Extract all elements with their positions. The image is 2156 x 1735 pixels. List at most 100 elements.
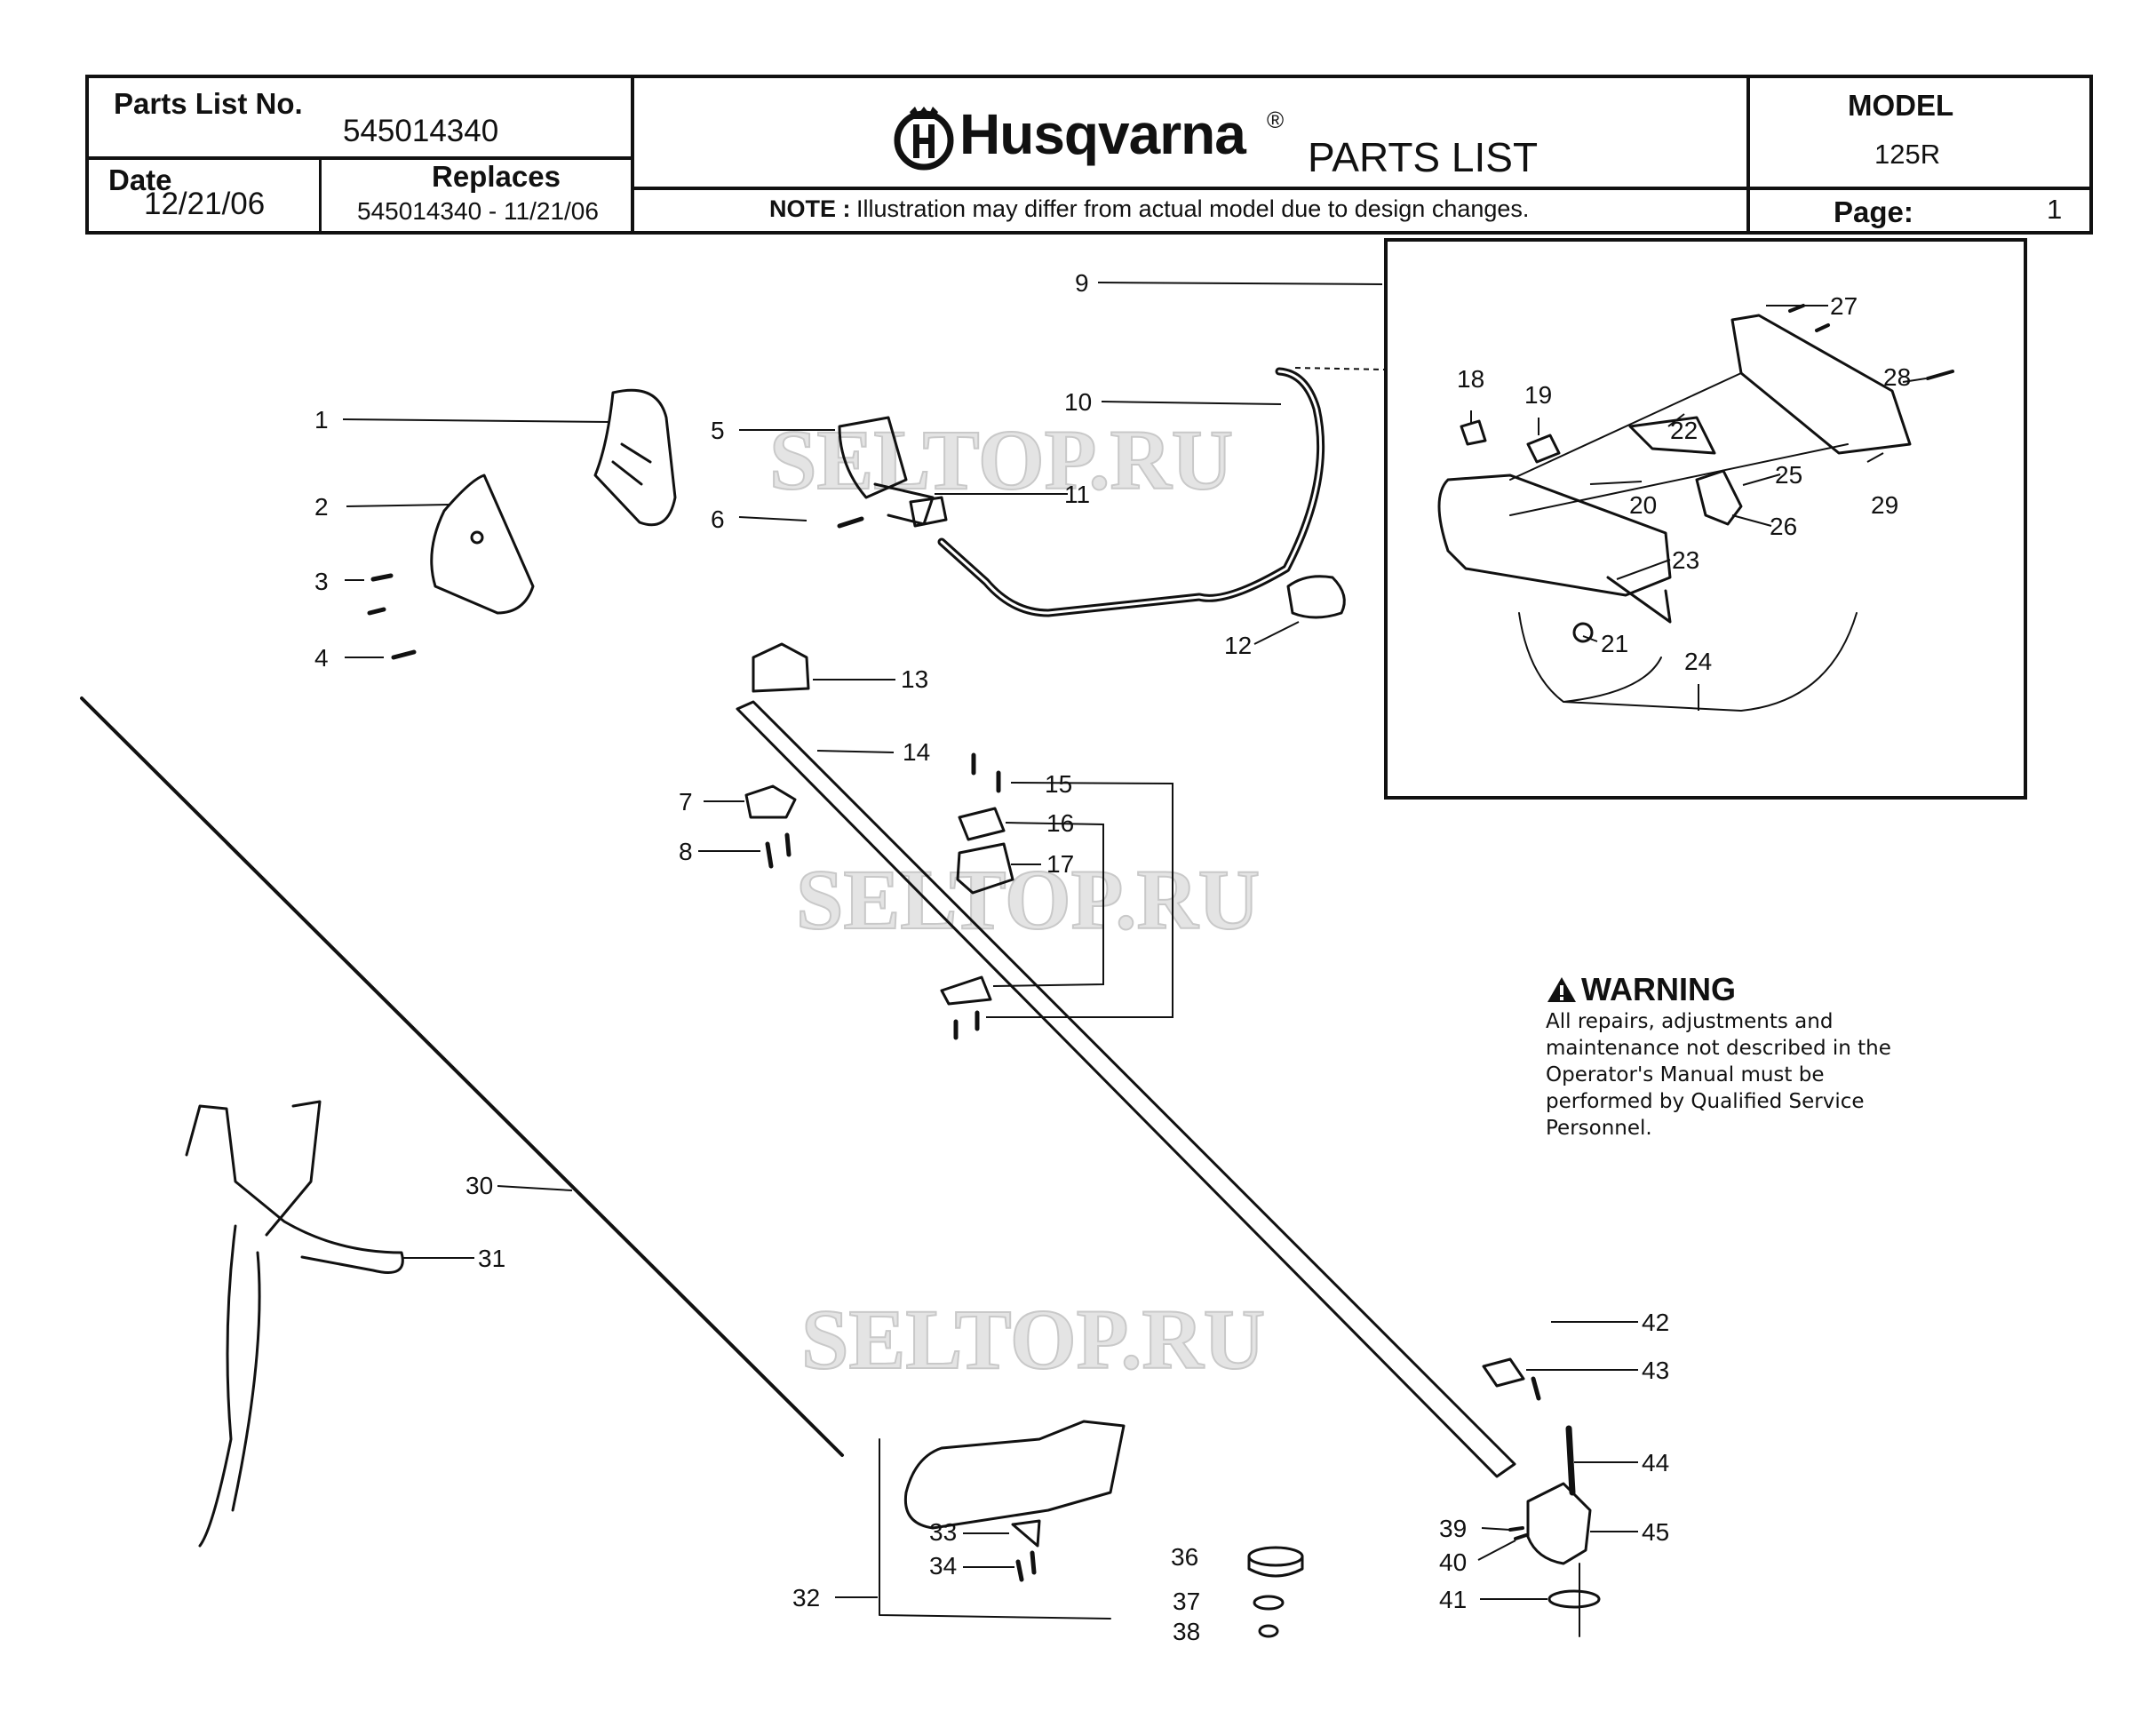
callout-34: 34 (929, 1552, 957, 1580)
callout-45: 45 (1642, 1518, 1669, 1546)
callout-24: 24 (1684, 648, 1712, 675)
parts-list-number: 545014340 (343, 114, 499, 148)
model-value: 125R (1874, 139, 1941, 170)
callout-42: 42 (1642, 1309, 1669, 1336)
callout-28: 28 (1883, 363, 1911, 391)
callout-43: 43 (1642, 1357, 1669, 1384)
part-42-screw (1531, 1376, 1541, 1401)
callout-7: 7 (679, 788, 693, 816)
warning-heading: WARNING (1546, 971, 1937, 1008)
part-32-guard (903, 1420, 1126, 1530)
part-17-bracket (956, 842, 1014, 895)
leader-22 (1667, 413, 1685, 427)
leader-2 (346, 504, 450, 507)
leader-1 (342, 418, 610, 423)
parts-list-cell: Parts List No. 545014340 (89, 78, 634, 160)
note-label: NOTE : (769, 195, 851, 222)
part-19-button (1526, 434, 1561, 464)
warning-triangle-icon (1547, 977, 1576, 1002)
part-31-harness-strap-right (265, 1100, 322, 1237)
leader-15 (986, 782, 1173, 1018)
parts-27-28-screws (1788, 304, 1954, 380)
callout-3: 3 (314, 568, 329, 595)
part-30-drive-shaft (80, 696, 844, 1457)
callout-31: 31 (478, 1245, 505, 1272)
brand-name: Husqvarna (959, 102, 1246, 166)
part-18-switch (1460, 419, 1487, 446)
leader-39 (1481, 1527, 1511, 1531)
leader-16 (992, 822, 1104, 987)
callout-30: 30 (465, 1172, 493, 1199)
date-label: Date (108, 163, 172, 196)
callout-17: 17 (1046, 850, 1074, 878)
watermark-1: SELTOP.RU (769, 412, 1233, 507)
part-7-clamp (744, 784, 797, 819)
replaces-label: Replaces (432, 160, 561, 193)
part-44-pin (1565, 1425, 1576, 1496)
part-37-cup (1253, 1595, 1285, 1611)
part-16-lower-bracket (940, 975, 992, 1006)
part-41-flange (1547, 1589, 1601, 1609)
note-cell: NOTE : Illustration may differ from actu… (634, 190, 1750, 235)
leader-6 (738, 516, 808, 521)
part-1-cover (593, 388, 677, 527)
callout-12: 12 (1224, 632, 1252, 659)
warning-notice: WARNING All repairs, adjustments and mai… (1546, 971, 1937, 1142)
callout-37: 37 (1173, 1588, 1200, 1615)
part-33-blade (1011, 1519, 1041, 1548)
callout-26: 26 (1770, 513, 1797, 540)
date-cell: Date 12/21/06 (89, 160, 322, 235)
part-31-harness-strap (185, 1104, 404, 1274)
callout-2: 2 (314, 493, 329, 521)
callout-16: 16 (1046, 809, 1074, 837)
callout-33: 33 (929, 1518, 957, 1546)
callout-23: 23 (1672, 546, 1699, 574)
header-table: Parts List No. 545014340 Date 12/21/06 R… (85, 75, 2093, 235)
page-label: Page: (1834, 195, 1913, 228)
replaces-cell: Replaces 545014340 - 11/21/06 (322, 160, 634, 235)
part-45-gear-head (1526, 1482, 1592, 1565)
callout-41: 41 (1439, 1586, 1467, 1613)
document-title: PARTS LIST (1308, 134, 1539, 180)
part-16-bracket (958, 807, 1006, 841)
callout-38: 38 (1173, 1618, 1200, 1645)
leader-9 (1097, 282, 1383, 285)
callout-25: 25 (1775, 461, 1802, 489)
leader-40 (1477, 1540, 1516, 1561)
callout-18: 18 (1457, 365, 1484, 393)
page-cell: Page: 1 (1750, 190, 2093, 235)
callout-6: 6 (711, 505, 725, 533)
callout-4: 4 (314, 644, 329, 672)
screws-3-4 (367, 573, 417, 660)
part-34-screws (1015, 1550, 1037, 1582)
part-5-clamp (873, 482, 935, 526)
part-2-hole (470, 530, 484, 545)
leader-25 (1742, 474, 1781, 486)
model-cell: MODEL 125R (1750, 78, 2093, 190)
watermark-2: SELTOP.RU (796, 852, 1260, 947)
part-36-washer (1247, 1546, 1304, 1567)
leader-21 (1582, 635, 1598, 642)
replaces-value: 545014340 - 11/21/06 (357, 197, 599, 225)
model-label: MODEL (1848, 89, 1954, 122)
part-11-clip (909, 496, 948, 528)
part-32-bracket-line (879, 1438, 1111, 1620)
callout-29: 29 (1871, 491, 1898, 519)
part-13-clamp (752, 642, 810, 693)
part-8-screws (765, 832, 792, 869)
callout-21: 21 (1601, 630, 1628, 657)
leader-29 (1866, 452, 1884, 463)
callout-40: 40 (1439, 1548, 1467, 1576)
callout-32: 32 (792, 1584, 820, 1612)
part-23-grip-end (1606, 576, 1672, 624)
callout-44: 44 (1642, 1449, 1669, 1476)
part-5-grip (838, 416, 908, 499)
parts-list-label: Parts List No. (114, 87, 303, 120)
handle-inset-frame (1384, 238, 2027, 800)
leader-10 (1101, 401, 1282, 405)
callout-13: 13 (901, 665, 928, 693)
part-38-nut (1258, 1624, 1279, 1638)
warning-title: WARNING (1581, 971, 1736, 1007)
callout-20: 20 (1629, 491, 1657, 519)
